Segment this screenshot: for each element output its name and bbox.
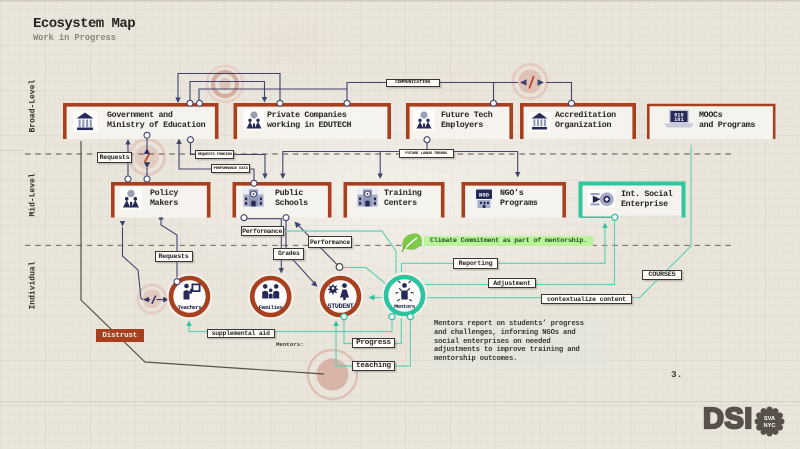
svg-text:SVA: SVA [764,416,775,422]
svg-text:010: 010 [674,113,684,119]
svg-text:101: 101 [674,117,684,123]
svg-text:NGO: NGO [479,192,490,199]
svg-text:NYC: NYC [763,423,775,429]
